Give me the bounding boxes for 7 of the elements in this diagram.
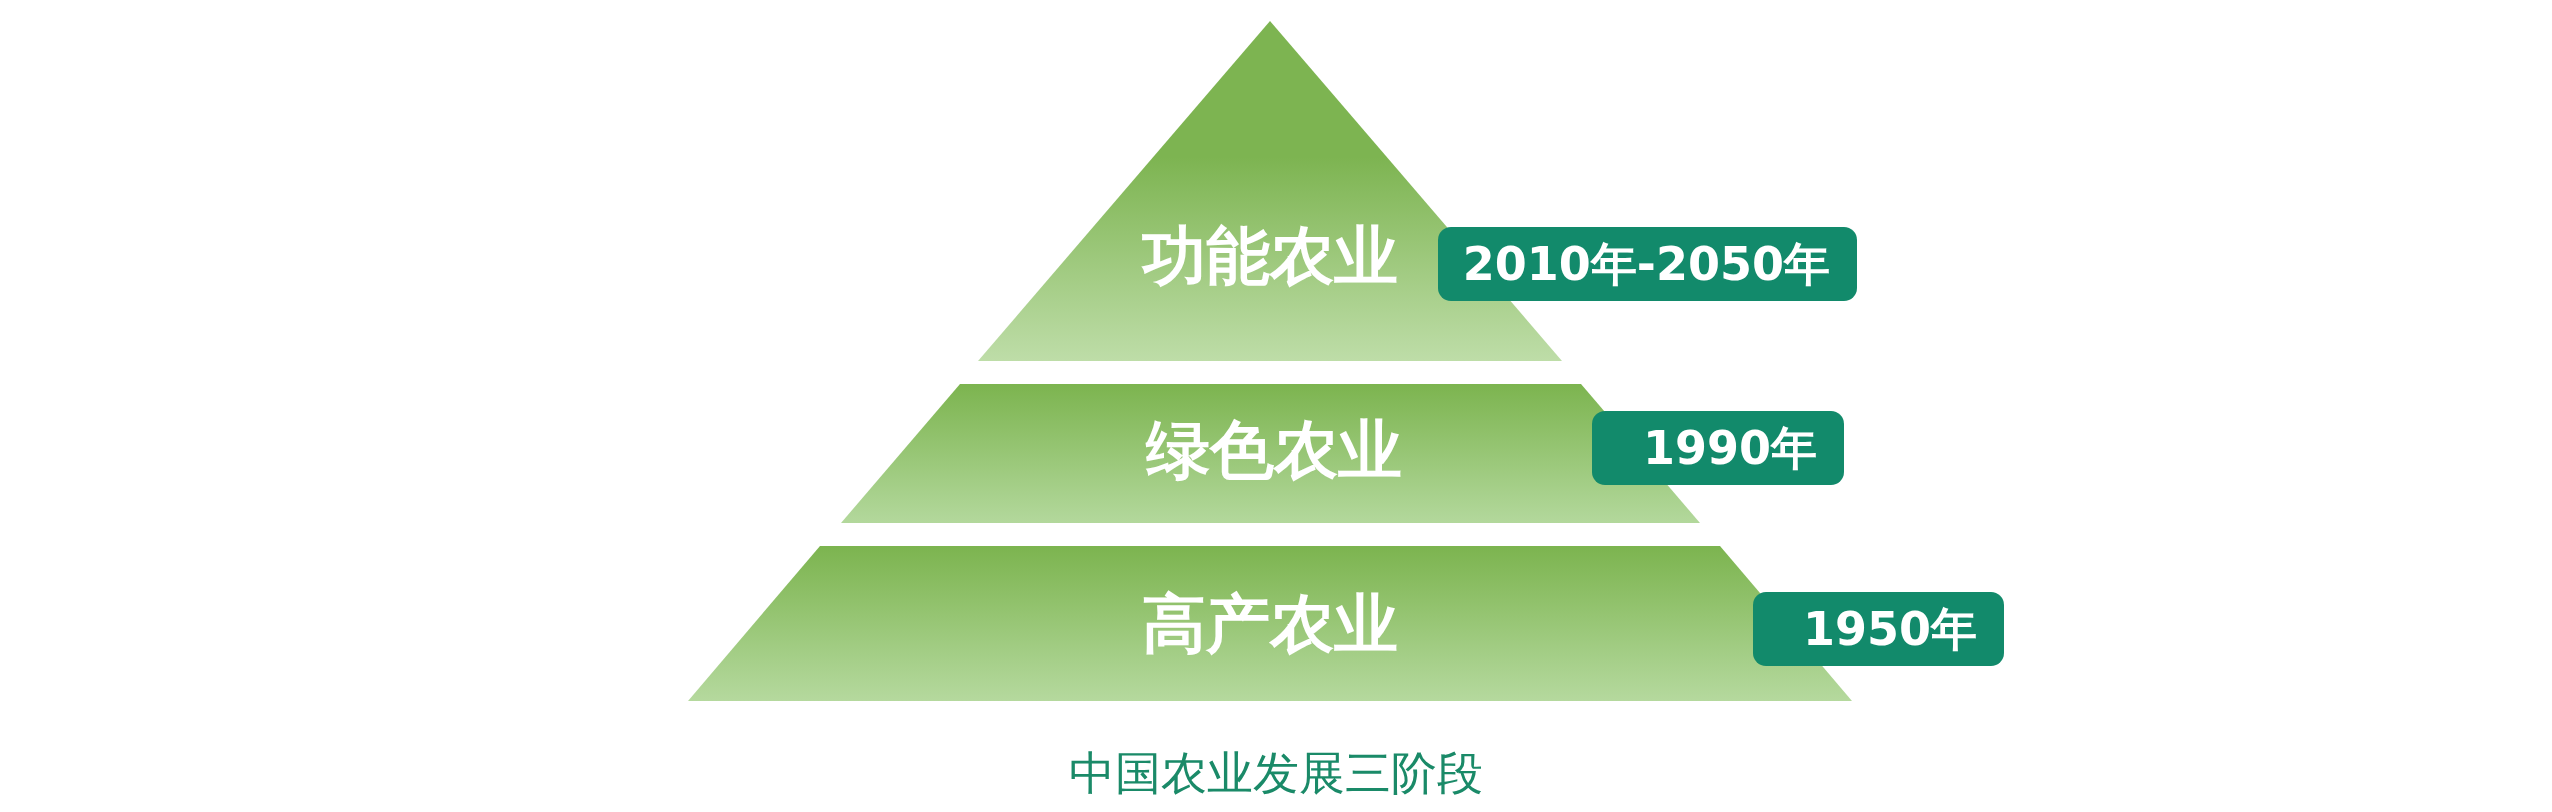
year-badge: 2010年-2050年	[1438, 227, 1857, 301]
year-badge: 1990年	[1592, 411, 1844, 485]
tier-label: 绿色农业	[1146, 417, 1402, 485]
year-badge: 1950年	[1753, 592, 2004, 666]
caption: 中国农业发展三阶段	[1069, 746, 1483, 800]
tier-label: 高产农业	[1142, 591, 1398, 659]
tier-label: 功能农业	[1142, 223, 1398, 291]
